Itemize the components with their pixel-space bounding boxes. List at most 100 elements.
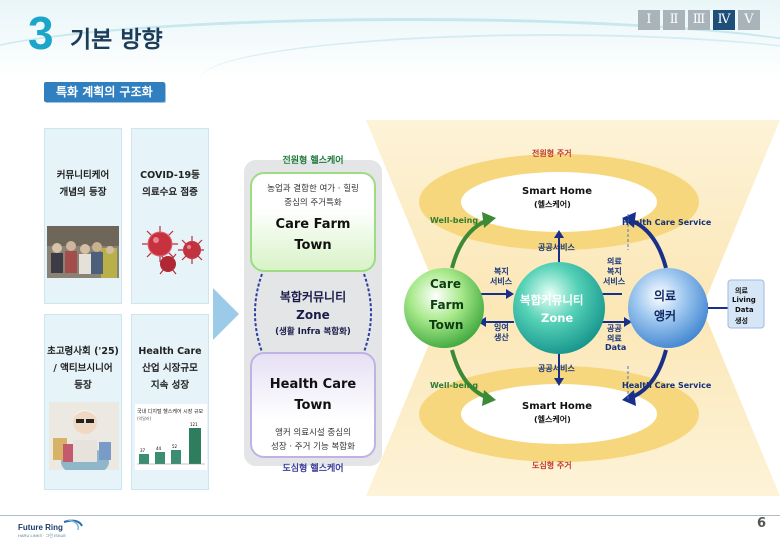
card-text: / 액티브시니어 — [53, 363, 113, 374]
smart-home-bottom: Smart Home — [522, 401, 593, 412]
smart-home-top-sub: (헬스케어) — [534, 200, 571, 209]
health-care-town-desc: 앵커 의료시설 중심의 — [275, 428, 351, 438]
card-text: 의료수요 점증 — [142, 187, 198, 198]
virus-illustration — [142, 226, 204, 275]
public-data-label: Data — [605, 343, 627, 352]
care-farm-sphere-text: Farm — [430, 298, 465, 312]
medical-anchor-sphere — [628, 268, 708, 348]
card-text: 등장 — [74, 380, 92, 391]
page-number: 6 — [756, 516, 766, 531]
healthcare-service-bottom-label: Health Care Service — [622, 381, 712, 390]
card-text: 커뮤니티케어 — [56, 170, 110, 181]
card-text: Health Care — [138, 346, 202, 357]
rural-healthcare-label: 전원형 헬스케어 — [282, 156, 344, 166]
community-zone-sphere — [513, 262, 605, 354]
care-farm-sphere-text: Town — [429, 318, 464, 332]
chapter-tab-2[interactable]: Ⅱ — [663, 10, 685, 30]
health-care-town-title: Town — [294, 398, 332, 413]
smart-home-top-ellipse — [461, 172, 657, 232]
care-farm-town-box: 농업과 결합한 여가 · 힐링 중심의 주거특화 Care Farm Town — [250, 172, 376, 272]
card-text: COVID-19등 — [140, 170, 200, 181]
page-title: 기본 방향 — [70, 27, 163, 53]
footer-divider — [0, 515, 780, 516]
chapter-tab-1[interactable]: Ⅰ — [638, 10, 660, 30]
mini-chart-title: 국내 디지털 헬스케어 시장 규모 — [137, 408, 204, 415]
zone-bracket — [254, 273, 372, 353]
mini-bar — [155, 452, 165, 464]
header-decoration — [0, 18, 780, 80]
community-sphere-text: Zone — [541, 311, 574, 325]
section-subtitle: 특화 계획의 구조화 — [44, 82, 165, 102]
health-care-town-title: Health Care — [269, 377, 357, 392]
card-text: 지속 성장 — [150, 380, 190, 391]
mini-bar — [171, 450, 181, 464]
rural-housing-label: 전원형 주거 — [532, 149, 572, 158]
medical-sphere-text: 앵커 — [654, 309, 677, 323]
medical-sphere-text: 의료 — [654, 289, 677, 303]
public-data-label: 의료 — [607, 334, 622, 343]
company-logo: Future Ring HARU LINKS · 그린 ISSUE — [18, 518, 88, 542]
mini-bar-label: 52 — [172, 444, 178, 449]
flow-arrow-right — [213, 288, 239, 340]
card-text: 초고령사회 ('25) — [47, 346, 119, 357]
public-service-bottom-label: 공공서비스 — [538, 364, 575, 373]
surplus-production-label: 생산 — [494, 333, 509, 342]
surplus-production-label: 잉여 — [494, 323, 509, 332]
zone-subtitle: (생활 Infra 복합화) — [275, 327, 351, 337]
medical-welfare-label: 의료 — [607, 257, 622, 266]
care-farm-title: Town — [294, 238, 332, 253]
community-zone: 복합커뮤니티 Zone (생활 Infra 복합화) — [256, 282, 370, 344]
chapter-nav: Ⅰ Ⅱ Ⅲ Ⅳ Ⅴ — [638, 10, 760, 30]
mini-bar-label: 44 — [156, 446, 162, 451]
care-farm-desc: 농업과 결합한 여가 · 힐링 — [267, 184, 359, 194]
living-data-text: 의료 — [735, 287, 748, 295]
mini-bar-label: 37 — [140, 448, 146, 453]
logo-subtext: HARU LINKS · 그린 ISSUE — [18, 532, 66, 538]
care-farm-title: Care Farm — [275, 217, 351, 232]
logo-text: Future Ring — [18, 523, 63, 532]
zone-title: Zone — [296, 308, 330, 322]
living-data-text: Living — [732, 296, 756, 304]
structure-diagram — [366, 120, 780, 496]
mini-chart-unit: (억달러) — [137, 415, 152, 421]
welfare-service-label: 복지 — [494, 267, 509, 276]
card-text: 개념의 등장 — [59, 187, 107, 198]
care-farm-desc: 중심의 주거특화 — [284, 198, 342, 208]
header-decoration — [200, 34, 780, 80]
care-farm-town-sphere — [404, 268, 484, 348]
seniors-photo — [47, 226, 119, 278]
health-care-town-box: Health Care Town 앵커 의료시설 중심의 성장 · 주거 기능 … — [250, 352, 376, 458]
living-data-box — [727, 279, 765, 329]
chapter-tab-3[interactable]: Ⅲ — [688, 10, 710, 30]
community-sphere-text: 복합커뮤니티 — [520, 293, 584, 307]
smart-home-bottom-ellipse — [461, 384, 657, 444]
zone-title: 복합커뮤니티 — [279, 290, 347, 304]
smart-home-bottom-sub: (헬스케어) — [534, 415, 571, 424]
public-service-top-label: 공공서비스 — [538, 243, 575, 252]
mini-bar — [139, 454, 149, 464]
mini-bar-label: 121 — [190, 422, 198, 427]
medical-welfare-label: 복지 — [607, 267, 622, 276]
future-ring-logo-icon: Future Ring HARU LINKS · 그린 ISSUE — [18, 519, 83, 538]
well-being-bottom-label: Well-being — [430, 381, 479, 390]
urban-healthcare-label: 도심형 헬스케어 — [282, 464, 344, 474]
living-data-text: Data — [735, 306, 754, 314]
card-text: 산업 시장규모 — [142, 363, 198, 374]
public-data-label: 공공 — [607, 324, 622, 333]
chapter-tab-4[interactable]: Ⅳ — [713, 10, 735, 30]
welfare-service-label: 서비스 — [490, 277, 513, 286]
care-farm-sphere-text: Care — [430, 277, 461, 291]
urban-housing-label: 도심형 주거 — [532, 461, 572, 470]
living-data-text: 생성 — [735, 317, 748, 325]
healthcare-service-top-label: Health Care Service — [622, 218, 712, 227]
medical-welfare-label: 서비스 — [603, 277, 626, 286]
smart-home-top: Smart Home — [522, 186, 593, 197]
well-being-top-label: Well-being — [430, 216, 479, 225]
chapter-tab-5[interactable]: Ⅴ — [738, 10, 760, 30]
active-senior-photo — [49, 402, 119, 470]
mini-bar — [189, 428, 201, 464]
chapter-number: 3 — [28, 7, 54, 59]
market-size-mini-chart: 국내 디지털 헬스케어 시장 규모 (억달러) 37 44 52 121 — [135, 404, 207, 470]
health-care-town-desc: 성장 · 주거 기능 복합화 — [271, 442, 355, 452]
